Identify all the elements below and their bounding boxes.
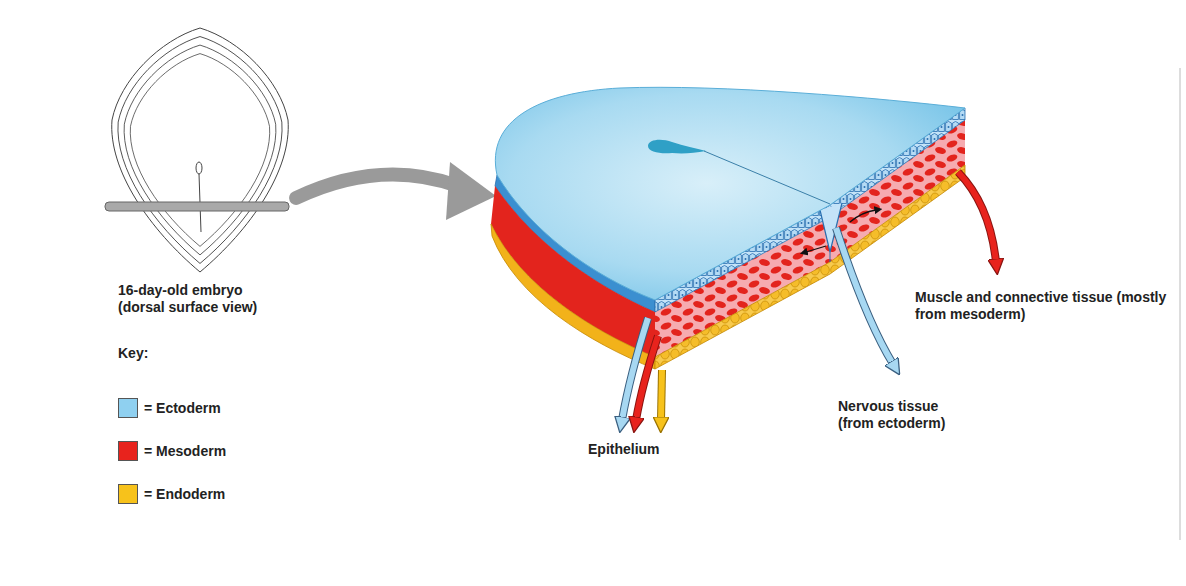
- legend-entry: = Endoderm: [118, 484, 225, 504]
- section-bar: [105, 202, 289, 211]
- tissue-label: Muscle and connective tissue (mostly fro…: [915, 289, 1177, 323]
- legend-label: = Mesoderm: [144, 443, 226, 459]
- slab-top: [495, 87, 965, 300]
- tissue-label: Nervous tissue (from ectoderm): [838, 398, 978, 432]
- migration-arrows: [806, 246, 826, 252]
- slab-front: [830, 252, 831, 262]
- legend-entry: = Ectoderm: [118, 398, 221, 418]
- slab-top: [704, 151, 830, 204]
- embryo-sketch: [130, 54, 269, 247]
- tissue-label: Epithelium: [588, 441, 708, 458]
- derivation-arrows: [661, 370, 662, 420]
- figure-caption: 16-day-old embryo (dorsal surface view): [118, 282, 290, 316]
- migration-arrows: [850, 210, 876, 222]
- zoom-arrow: [296, 162, 496, 220]
- embryo-sketch: [196, 162, 202, 174]
- zoom-arrow: [296, 174, 458, 198]
- derivation-arrows: [636, 336, 658, 420]
- frame-line: [1180, 68, 1181, 540]
- legend-swatch: [118, 398, 138, 418]
- zoom-arrow: [446, 162, 496, 220]
- embryo-sketch: [112, 28, 289, 272]
- derivation-arrows: [636, 336, 658, 420]
- derivation-arrows: [661, 370, 662, 420]
- legend-label: = Ectoderm: [144, 400, 221, 416]
- derivation-arrows: [836, 228, 893, 364]
- legend-swatch: [118, 441, 138, 461]
- slab-top: [648, 140, 706, 154]
- derivation-arrows: [958, 172, 996, 262]
- derivation-arrows: [836, 228, 893, 364]
- legend-entry: = Mesoderm: [118, 441, 226, 461]
- embryo-sketch: [118, 37, 282, 264]
- embryo-sketch: [124, 45, 276, 255]
- legend-heading: Key:: [118, 345, 198, 362]
- embryo-sketch: [112, 28, 289, 272]
- legend-label: = Endoderm: [144, 486, 225, 502]
- legend-swatch: [118, 484, 138, 504]
- slab-top: [495, 87, 965, 300]
- derivation-arrows: [958, 172, 996, 262]
